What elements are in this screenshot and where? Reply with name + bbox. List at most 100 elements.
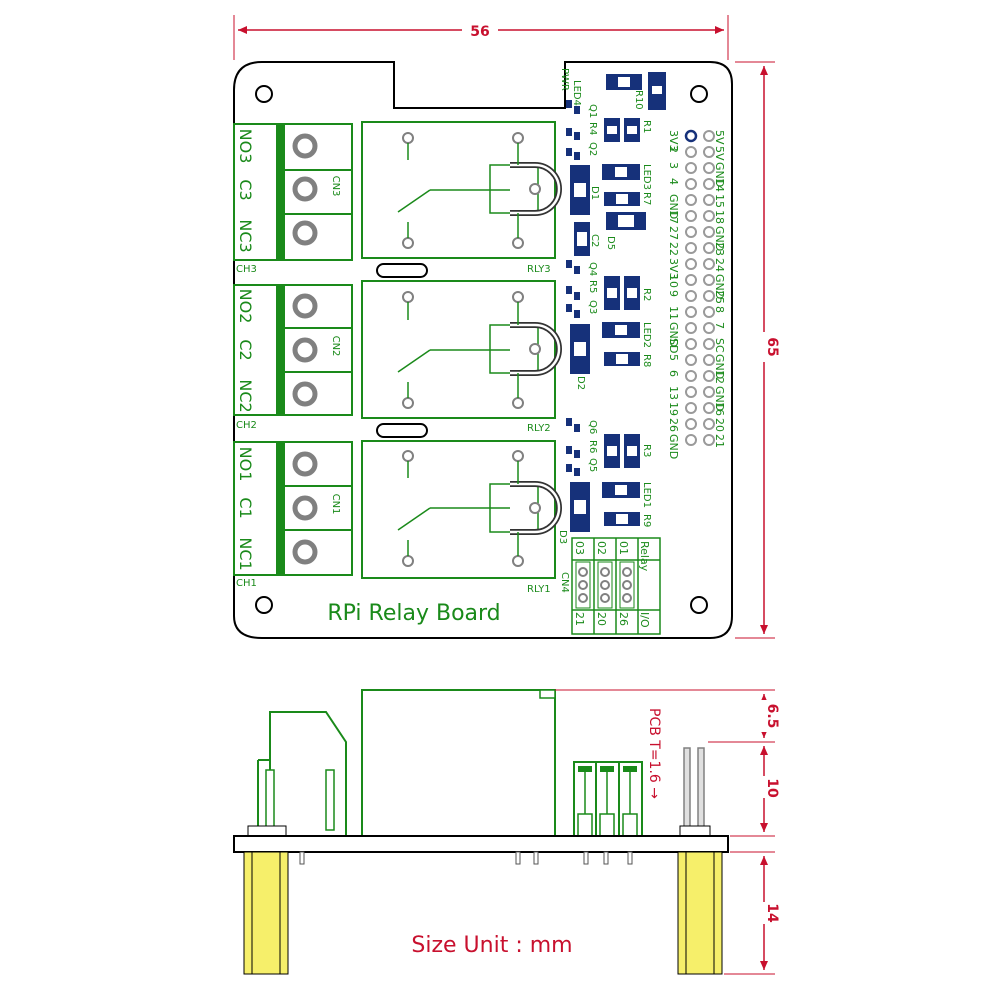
gpio-label-left-15: 5 [667, 354, 680, 361]
mount-hole-br [690, 596, 708, 614]
pin-length-label: 14 [764, 903, 780, 923]
gpio-label-left-7: 27 [667, 226, 680, 240]
gpio-pad-a-11 [685, 290, 697, 302]
label-pwr: PWR [559, 68, 570, 91]
gpio-label-left-13: GND [667, 322, 680, 347]
gpio-pad-a-18 [685, 402, 697, 414]
gpio-pad-a-12 [685, 306, 697, 318]
gpio-label-right-16: 12 [713, 370, 726, 384]
gpio-pad-a-9 [685, 258, 697, 270]
terminal-nc1: NC1 [236, 537, 255, 570]
gpio-label-left-9: 3V3 [667, 258, 680, 280]
gpio-pad-b-17 [703, 386, 715, 398]
gpio-label-right-12: 8 [713, 306, 726, 313]
terminal-nc2: NC2 [236, 379, 255, 412]
component-labels: LED4 PWR R10 Q1 R4 Q2 R1 LED3 R7 D1 D5 C… [557, 68, 652, 544]
gpio-label-left-14: SD [667, 338, 680, 353]
slot-lower [376, 423, 428, 438]
terminal-no2: NO2 [236, 289, 255, 324]
relay-rly3: RLY3 [361, 121, 562, 275]
gpio-pad-b-16 [703, 370, 715, 382]
mount-hole-tl [255, 85, 273, 103]
width-label: 56 [470, 24, 489, 40]
label-r8: R8 [641, 354, 652, 367]
gpio-label-right-8: 23 [713, 242, 726, 256]
label-led1: LED1 [641, 482, 652, 508]
table-gpio-20: 20 [595, 612, 608, 626]
gpio-pad-a-15 [685, 354, 697, 366]
gpio-label-left-6: 17 [667, 210, 680, 224]
label-q5: Q5 [587, 458, 598, 472]
channel-ch2: CH2 [236, 420, 257, 431]
label-r4: R4 [587, 122, 598, 135]
terminal-nc3: NC3 [236, 219, 255, 252]
label-q6: Q6 [587, 420, 598, 434]
gpio-pad-b-20 [703, 434, 715, 446]
gpio-label-right-6: 18 [713, 210, 726, 224]
gpio-pad-b-3 [703, 162, 715, 174]
label-led2: LED2 [641, 322, 652, 348]
label-q1: Q1 [587, 104, 598, 118]
pcb-thickness-label: PCB T=1.6 → [646, 708, 662, 799]
width-dimension: 56 [233, 15, 729, 60]
gpio-label-left-17: 13 [667, 386, 680, 400]
relay-rly2: RLY2 [361, 280, 562, 434]
gpio-pad-b-15 [703, 354, 715, 366]
label-led3: LED3 [641, 164, 652, 190]
gpio-label-left-12: 11 [667, 306, 680, 320]
connector-cn2: CN2 [330, 336, 341, 357]
terminal-block-ch3: NO3 C3 NC3 CN3 CH3 [233, 123, 353, 275]
gpio-pad-a-20 [685, 434, 697, 446]
side-view [233, 689, 729, 975]
relay-label-rly2: RLY2 [527, 423, 551, 434]
gpio-label-left-5: GND [667, 194, 680, 219]
side-dimensions: 6.5 10 14 PCB T=1.6 → [555, 689, 780, 975]
gpio-label-right-11: 25 [713, 290, 726, 304]
table-gpio-26: 26 [617, 612, 630, 626]
label-led4: LED4 [571, 80, 582, 106]
gpio-label-right-9: 24 [713, 258, 726, 272]
label-r10: R10 [633, 90, 644, 110]
gpio-pad-b-14 [703, 338, 715, 350]
relay-rly1: RLY1 [361, 440, 562, 595]
gpio-label-left-4: 4 [667, 178, 680, 185]
terminal-c3: C3 [236, 179, 255, 200]
gpio-label-right-7: GND [713, 226, 726, 251]
gpio-label-right-1: 5V [713, 130, 726, 145]
gpio-label-right-14: SC [713, 338, 726, 353]
connector-cn3: CN3 [330, 176, 341, 197]
gpio-pad-b-11 [703, 290, 715, 302]
gpio-pad-b-12 [703, 306, 715, 318]
terminal-no1: NO1 [236, 447, 255, 482]
relay-label-rly1: RLY1 [527, 584, 551, 595]
gpio-label-right-20: 21 [713, 434, 726, 448]
gpio-label-left-20: GND [667, 434, 680, 459]
gpio-pad-b-13 [703, 322, 715, 334]
terminal-c1: C1 [236, 497, 255, 518]
gpio-pad-b-6 [703, 210, 715, 222]
gpio-pad-a-14 [685, 338, 697, 350]
label-q3: Q3 [587, 300, 598, 314]
gpio-label-right-10: GND [713, 274, 726, 299]
label-d1: D1 [589, 186, 600, 200]
gpio-label-right-2: 5V [713, 146, 726, 161]
size-unit-label: Size Unit : mm [411, 933, 572, 958]
gpio-pad-b-1 [703, 130, 715, 142]
gpio-label-right-3: GND [713, 162, 726, 187]
table-gpio-21: 21 [573, 612, 586, 626]
label-cn4: CN4 [559, 572, 570, 593]
label-r1: R1 [641, 120, 652, 133]
label-r9: R9 [641, 514, 652, 527]
gpio-label-left-1: 3V3 [667, 130, 680, 152]
table-relay-02: 02 [595, 541, 608, 555]
label-r5: R5 [587, 280, 598, 293]
label-r2: R2 [641, 288, 652, 301]
gpio-pad-a-2 [685, 146, 697, 158]
table-io-header: I/O [638, 612, 651, 628]
gpio-label-left-8: 22 [667, 242, 680, 256]
gpio-pad-b-18 [703, 402, 715, 414]
terminal-block-ch1: NO1 C1 NC1 CN1 CH1 [233, 441, 353, 589]
gpio-pad-a-17 [685, 386, 697, 398]
gpio-pad-a-3 [685, 162, 697, 174]
